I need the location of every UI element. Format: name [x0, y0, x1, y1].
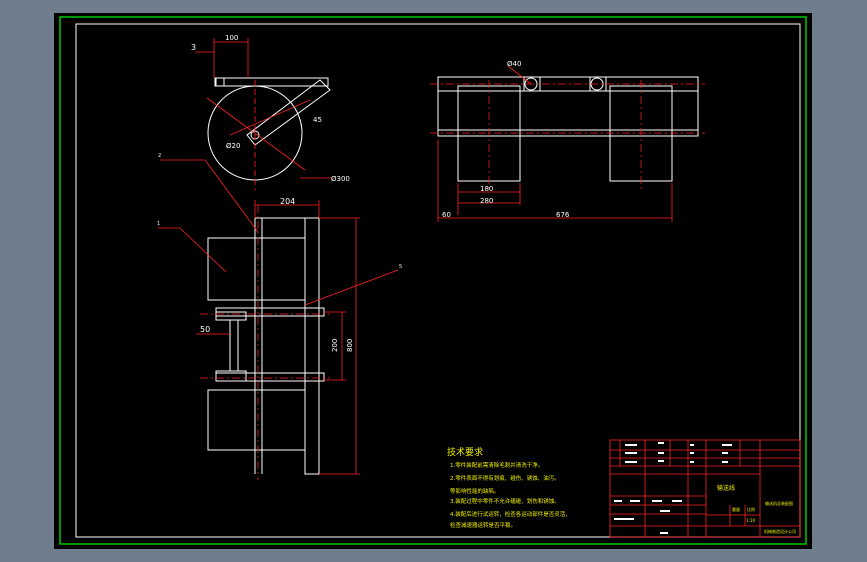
upright-post: [304, 217, 320, 475]
dim-gap: 3: [191, 43, 196, 52]
dim-shaft-dia: Ø20: [226, 142, 240, 150]
outer-border: [59, 16, 807, 545]
top-view-dimensions: [195, 38, 332, 190]
note-line: 3.装配过程中零件不允许磕碰、划伤和锈蚀。: [450, 497, 560, 505]
weight-label: 重量: [732, 506, 740, 512]
note-line: 1.零件装配前需清除毛刺并清洗干净。: [450, 461, 543, 469]
title-block-cells: [614, 442, 732, 534]
dim-width: 100: [225, 34, 238, 42]
dim-roller-len: 180: [480, 185, 493, 193]
balloon-1: 1: [157, 221, 160, 227]
company-name: 机械制造设计公司: [764, 528, 796, 534]
balloon-5: 5: [399, 264, 402, 270]
inner-border: [75, 23, 801, 538]
scale-value: 1:10: [746, 518, 755, 523]
dim-hub-dia: Ø40: [507, 60, 521, 68]
drawing-no: 输送机总装配图: [765, 500, 793, 506]
side-view-centerlines: [430, 80, 705, 190]
dim-offset: 50: [200, 325, 210, 334]
dim-total: 676: [556, 211, 570, 219]
dim-left: 60: [442, 211, 451, 219]
dim-angle: 45: [313, 116, 322, 124]
dim-span: 280: [480, 197, 493, 205]
note-line: 检查减速器运转是否平稳。: [450, 521, 516, 529]
notes-title: 技术要求: [447, 446, 483, 458]
note-line: 4.装配后进行试运转，检查各运动部件是否灵活，: [450, 510, 571, 518]
dim-disc-dia: Ø300: [331, 175, 350, 183]
side-view-dimensions: [437, 65, 673, 222]
front-view-dimensions: [158, 159, 399, 475]
part-name: 输送线: [717, 484, 735, 492]
dim-height: 800: [346, 339, 354, 352]
title-block: [609, 439, 801, 538]
notes-body: 1.零件装配前需清除毛刺并清洗干净。 2.零件表面不得有划痕、碰伤、锈蚀、油污。…: [450, 461, 571, 529]
note-line: 等影响性能的缺陷。: [450, 487, 500, 495]
dim-top-width: 204: [280, 197, 295, 206]
front-view: [207, 217, 325, 475]
dim-spacing: 200: [331, 339, 339, 352]
front-view-centerlines: [200, 205, 330, 480]
inclined-arm: [246, 79, 331, 146]
note-line: 2.零件表面不得有划痕、碰伤、锈蚀、油污。: [450, 474, 560, 482]
balloon-2: 2: [158, 153, 161, 159]
paper-sheet: [54, 13, 812, 549]
scale-label: 比例: [747, 506, 755, 512]
